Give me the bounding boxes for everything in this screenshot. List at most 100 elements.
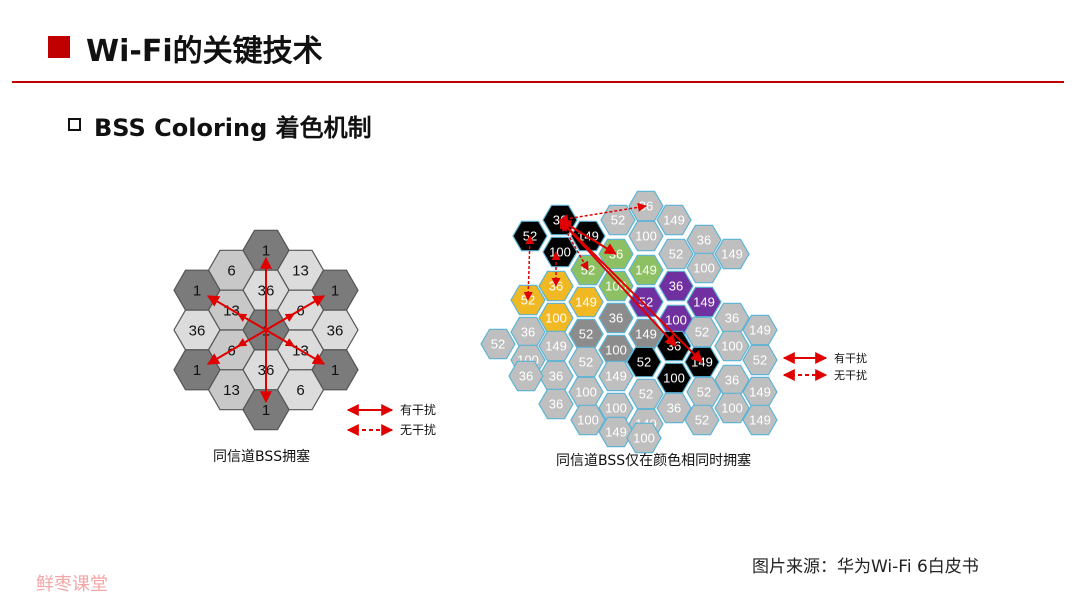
right-hex-cell-45: 52 — [686, 376, 722, 408]
right-hex-cell-58: 149 — [742, 404, 778, 436]
right-hex-label: 52 — [581, 263, 595, 278]
right-hex-label: 36 — [609, 247, 623, 262]
left-hex-label: 13 — [223, 382, 240, 399]
right-hex-label: 36 — [549, 369, 563, 384]
right-hex-shape — [742, 404, 778, 436]
right-hex-shape — [714, 238, 750, 270]
right-hex-label: 149 — [749, 413, 771, 428]
right-hex-cell-40: 52 — [568, 346, 604, 378]
section-subtitle: BSS Coloring 着色机制 — [94, 114, 372, 142]
right-legend-no-interference-label: 无干扰 — [834, 369, 867, 382]
right-hex-label: 52 — [753, 353, 767, 368]
right-hex-cell-33: 36 — [510, 316, 546, 348]
right-hex-label: 149 — [721, 247, 743, 262]
right-hex-label: 149 — [663, 213, 685, 228]
right-hex-label: 36 — [521, 325, 535, 340]
right-hex-label: 52 — [579, 327, 593, 342]
watermark: 鲜枣课堂 — [36, 574, 108, 595]
right-hex-label: 149 — [635, 327, 657, 342]
right-hex-cell-55: 100 — [626, 422, 662, 454]
right-hex-cell-46: 149 — [742, 376, 778, 408]
right-hex-shape — [714, 392, 750, 424]
right-hex-cell-18: 149 — [568, 286, 604, 318]
left-legend — [346, 404, 394, 436]
subtitle-bullet-icon — [68, 118, 81, 131]
right-no-interference-arrow — [559, 219, 589, 271]
right-hex-shape — [626, 422, 662, 454]
left-hex-label: 13 — [223, 302, 240, 319]
right-hex-label: 36 — [697, 233, 711, 248]
right-hex-label: 149 — [545, 339, 567, 354]
right-hex-cell-31: 100 — [656, 362, 692, 394]
right-hex-label: 100 — [575, 385, 597, 400]
right-hex-cell-59: 100 — [570, 404, 606, 436]
image-source: 图片来源：华为Wi-Fi 6白皮书 — [752, 557, 979, 577]
right-no-interference-arrow — [559, 202, 647, 224]
right-hex-cell-6: 149 — [656, 204, 692, 236]
right-hex-cell-4: 52 — [600, 204, 636, 236]
right-hex-label: 100 — [635, 229, 657, 244]
right-no-interference-arrow — [523, 235, 535, 301]
right-hex-label: 52 — [491, 337, 505, 352]
right-hex-cell-11: 100 — [686, 252, 722, 284]
right-hex-label: 52 — [521, 293, 535, 308]
left-no-interference-arrow — [265, 313, 295, 331]
right-hex-label: 149 — [691, 355, 713, 370]
left-hex-cell-16: 13 — [207, 369, 256, 411]
right-hex-cell-52: 52 — [684, 404, 720, 436]
right-hex-label: 52 — [669, 247, 683, 262]
right-hex-label: 100 — [605, 343, 627, 358]
right-hex-label: 36 — [725, 373, 739, 388]
left-caption: 同信道BSS拥塞 — [213, 449, 311, 465]
right-hex-label: 149 — [605, 369, 627, 384]
right-hex-cell-54: 149 — [598, 416, 634, 448]
right-hex-cell-41: 36 — [538, 360, 574, 392]
right-hex-label: 36 — [669, 279, 683, 294]
left-hex-label: 6 — [296, 302, 304, 319]
right-hex-label: 36 — [609, 311, 623, 326]
right-hex-label: 100 — [545, 311, 567, 326]
right-arrows — [523, 202, 703, 363]
left-hex-label: 1 — [193, 283, 201, 300]
right-hex-label: 52 — [637, 355, 651, 370]
right-hex-label: 52 — [611, 213, 625, 228]
right-hex-label: 36 — [667, 339, 681, 354]
right-hex-label: 52 — [579, 355, 593, 370]
right-hex-label: 52 — [697, 385, 711, 400]
left-hex-label: 6 — [296, 382, 304, 399]
right-hex-label: 100 — [693, 261, 715, 276]
left-hex-label: 1 — [193, 362, 201, 379]
right-hex-shape — [656, 392, 692, 424]
right-legend — [782, 352, 828, 381]
right-hex-cell-20: 36 — [658, 270, 694, 302]
right-hex-shape — [684, 404, 720, 436]
right-hex-cell-3: 100 — [542, 236, 578, 268]
right-hex-label: 149 — [693, 295, 715, 310]
left-no-interference-arrow — [237, 313, 267, 331]
right-caption: 同信道BSS仅在颜色相同时拥塞 — [556, 453, 752, 469]
right-hex-cell-38: 149 — [742, 314, 778, 346]
right-hex-label: 100 — [633, 431, 655, 446]
left-hex-cell-18: 1 — [242, 389, 290, 431]
right-hex-shape — [686, 376, 722, 408]
right-hex-label: 36 — [667, 401, 681, 416]
right-hex-label: 149 — [605, 425, 627, 440]
right-hex-cell-22: 149 — [686, 286, 722, 318]
left-hex-label: 1 — [262, 243, 270, 260]
right-hex-shape — [508, 360, 544, 392]
right-legend-interference-label: 有干扰 — [834, 352, 867, 365]
right-hex-label: 100 — [663, 371, 685, 386]
left-hex-label: 1 — [331, 362, 339, 379]
right-hex-cell-32: 52 — [480, 328, 516, 360]
left-hex-label: 13 — [292, 263, 309, 280]
left-hex-label: 6 — [227, 263, 235, 280]
right-hex-label: 36 — [519, 369, 533, 384]
right-hex-label: 52 — [639, 387, 653, 402]
right-hex-cell-48: 36 — [656, 392, 692, 424]
right-hex-cell-47: 100 — [714, 392, 750, 424]
right-hex-cell-56: 36 — [508, 360, 544, 392]
right-hex-shape — [538, 388, 574, 420]
left-arrows — [206, 256, 326, 404]
right-hex-label: 149 — [575, 295, 597, 310]
